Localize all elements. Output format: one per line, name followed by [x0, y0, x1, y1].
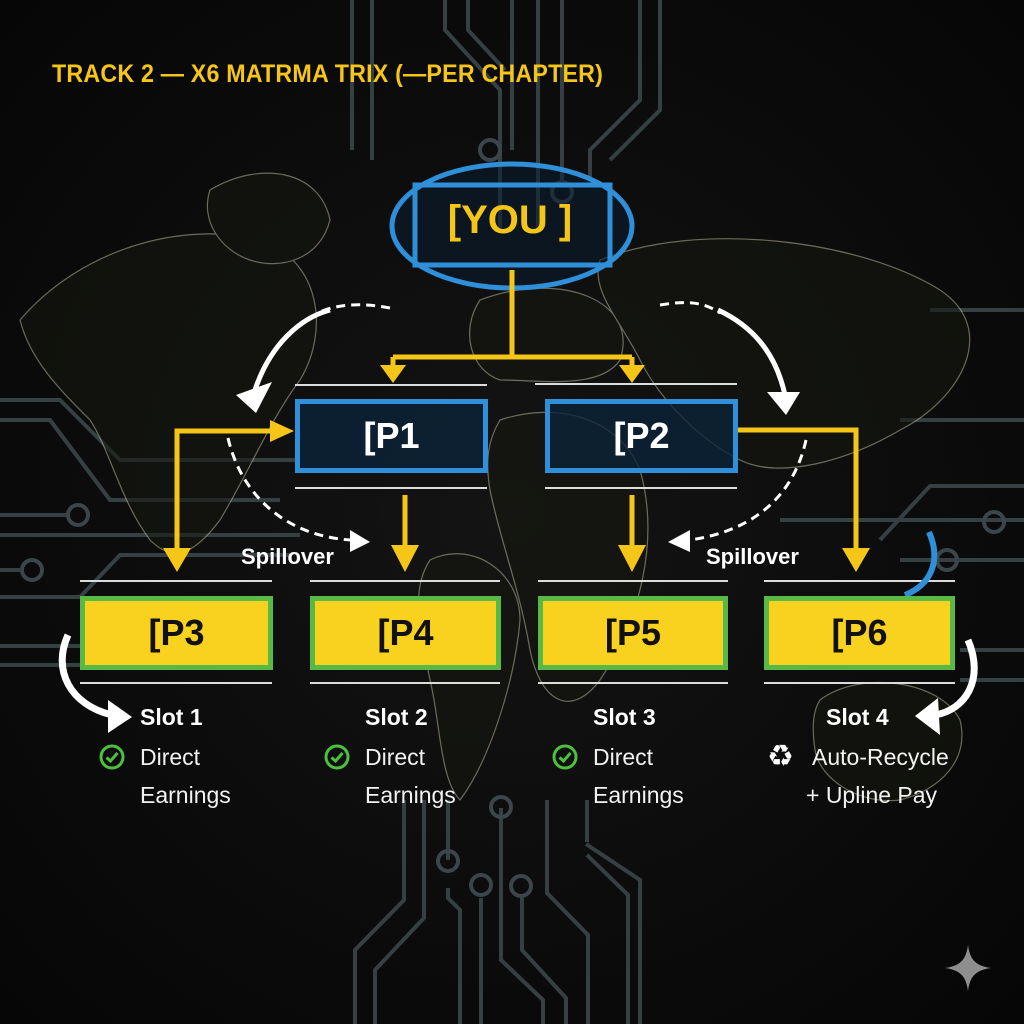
slot-4-title: Slot 4	[826, 704, 889, 730]
node-p1: [P1	[295, 399, 488, 473]
node-p5: [P5	[538, 596, 728, 670]
slot-3-title: Slot 3	[593, 704, 656, 730]
slot-4-line2: + Upline Pay	[806, 782, 938, 808]
slot-1-line1: Direct	[140, 744, 201, 770]
slot-1-title: Slot 1	[140, 704, 203, 730]
root-node-you: [YOU ]	[447, 198, 573, 242]
slot-2-line1: Direct	[365, 744, 426, 770]
sparkle-icon	[945, 945, 991, 991]
node-p4: [P4	[310, 596, 501, 670]
slot-3-line2: Earnings	[593, 782, 684, 808]
node-p3: [P3	[80, 596, 273, 670]
spillover-label-left: Spillover	[241, 544, 334, 569]
check-circle-icon	[552, 744, 578, 770]
node-p6: [P6	[764, 596, 955, 670]
slot-2-line2: Earnings	[365, 782, 456, 808]
recycle-icon: ♻	[767, 740, 794, 773]
slot-3-line1: Direct	[593, 744, 654, 770]
check-circle-icon	[324, 744, 350, 770]
slot-3-description: Direct Earnings	[593, 738, 684, 814]
slot-4-line1: Auto-Recycle	[812, 744, 949, 770]
check-circle-icon	[99, 744, 125, 770]
slot-2-title: Slot 2	[365, 704, 428, 730]
slot-2-description: Direct Earnings	[365, 738, 456, 814]
diagram-title: TRACK 2 — X6 MATRMA TRIX (—PER CHAPTER)	[52, 60, 604, 88]
node-p2: [P2	[545, 399, 738, 473]
slot-1-line2: Earnings	[140, 782, 231, 808]
spillover-label-right: Spillover	[706, 544, 799, 569]
slot-1-description: Direct Earnings	[140, 738, 231, 814]
